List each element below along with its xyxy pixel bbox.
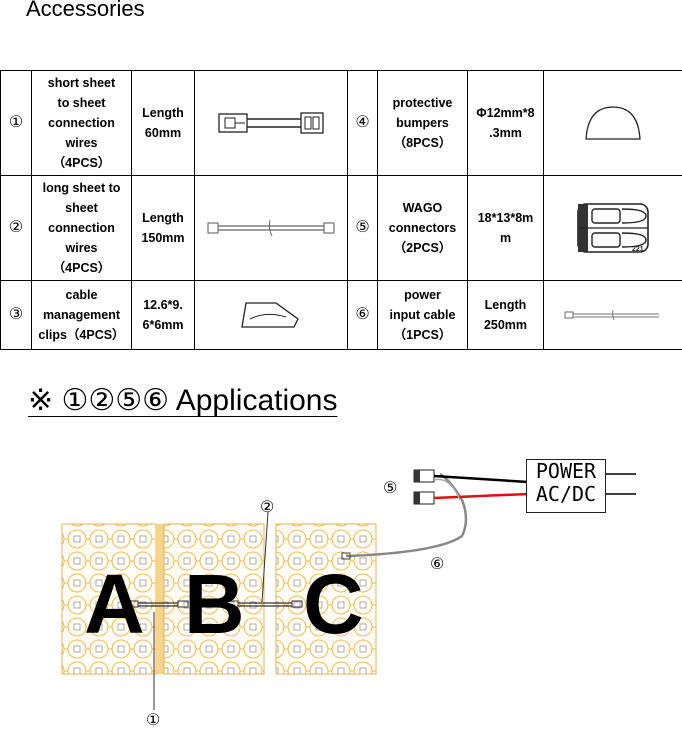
- short-wire-a-b: [127, 600, 189, 608]
- application-diagram: [61, 469, 636, 710]
- wago-connector-image: 221: [543, 175, 682, 281]
- callout-2: ②: [260, 499, 275, 516]
- power-supply-box: POWER AC/DC: [526, 459, 606, 513]
- callout-6: ⑥: [430, 556, 445, 573]
- callout-1: ①: [146, 712, 161, 729]
- item-spec: 12.6*9.6*6mm: [131, 280, 195, 350]
- item-number: ④: [347, 70, 378, 176]
- svg-text:221: 221: [632, 246, 644, 253]
- power-cable-image: [543, 280, 682, 350]
- item-number: ②: [0, 175, 32, 281]
- wago-connector-top: [413, 469, 435, 483]
- page-title: Accessories: [26, 0, 145, 21]
- item-number: ⑤: [347, 175, 378, 281]
- led-panel-b: [163, 523, 265, 675]
- item-spec: Φ12mm*8.3mm: [467, 70, 544, 176]
- callout-5: ⑤: [383, 480, 398, 497]
- item-number: ⑥: [347, 280, 378, 350]
- panel-label-b: B: [184, 557, 245, 651]
- cable-clip-image: [194, 280, 348, 350]
- panel-label-c: C: [303, 557, 364, 651]
- applications-heading: ※ ①②⑤⑥ Applications: [28, 384, 338, 417]
- red-wire: [433, 492, 529, 500]
- wago-connector-bottom: [413, 491, 435, 505]
- panel-label-a: A: [84, 557, 145, 651]
- bumper-image: [543, 70, 682, 176]
- long-wire-b-c: [227, 600, 303, 608]
- led-panel-a: [61, 523, 157, 675]
- item-number: ①: [0, 70, 32, 176]
- led-panel-c: [275, 523, 377, 675]
- item-number: ③: [0, 280, 32, 350]
- long-connection-wire-image: [194, 175, 348, 281]
- led-panel-a2: [156, 524, 164, 674]
- short-connection-wire-image: [194, 70, 348, 176]
- black-wire: [433, 474, 529, 484]
